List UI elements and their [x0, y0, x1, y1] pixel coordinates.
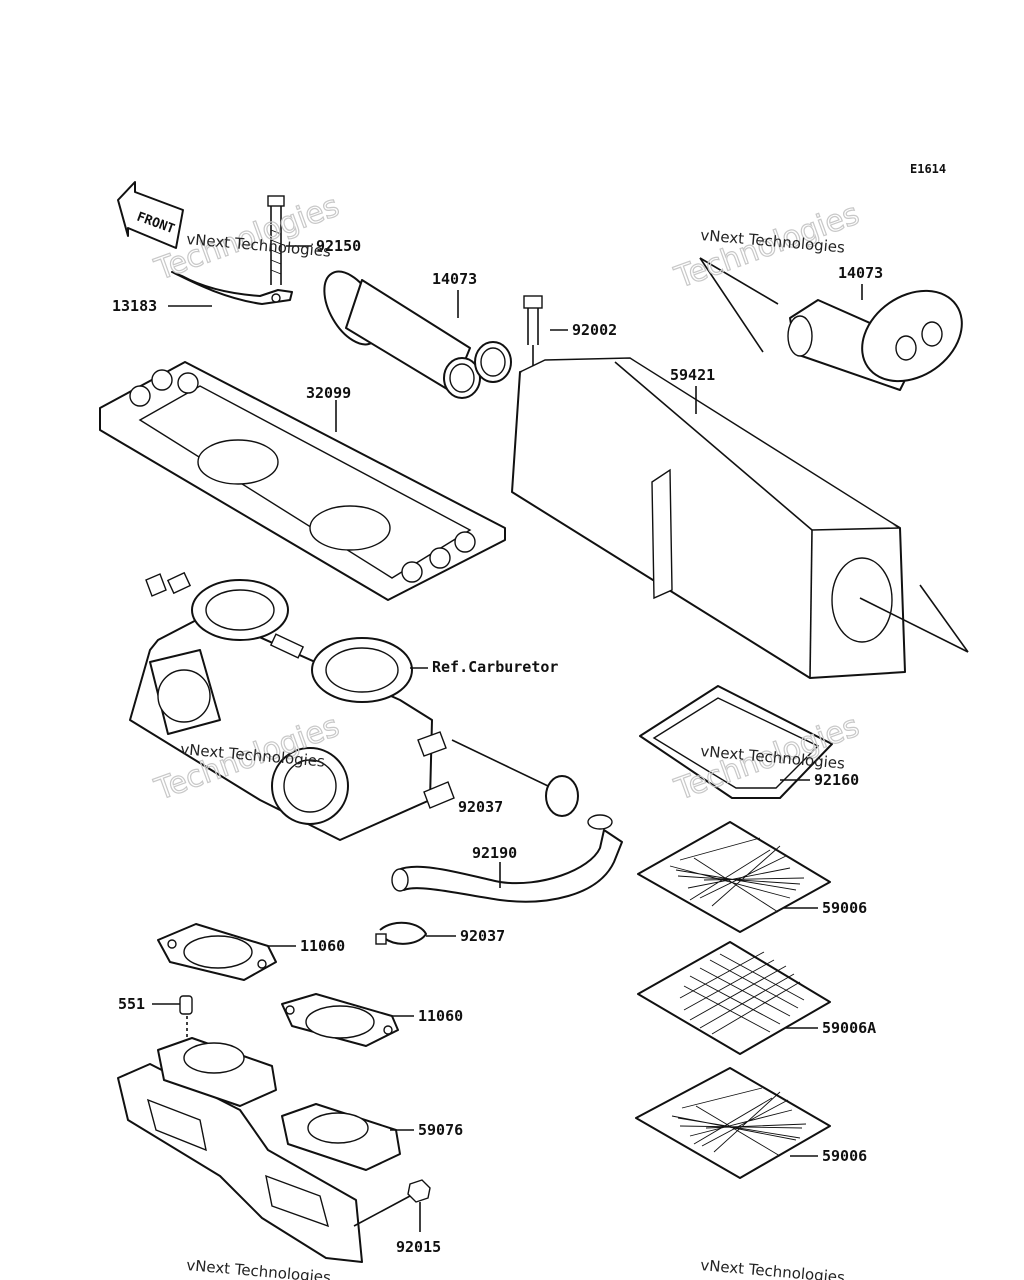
callout-59421: 59421 — [670, 366, 715, 384]
callout-11060-bottom: 11060 — [418, 1007, 463, 1025]
callout-92160: 92160 — [814, 771, 859, 789]
clamp-92037-bottom-part — [375, 921, 427, 945]
callout-59006a: 59006A — [822, 1019, 876, 1037]
watermark-text: vNext Technologies — [700, 1256, 846, 1280]
manifold-59076-part — [117, 1037, 401, 1263]
carburetor-assembly-part — [129, 571, 455, 841]
callout-11060-top: 11060 — [300, 937, 345, 955]
leader-lines — [152, 245, 863, 1232]
gasket-11060-top-part — [157, 923, 277, 981]
cover-59421-part — [511, 357, 969, 679]
clamp-92037-top-part — [451, 739, 579, 817]
gasket-92160-part — [639, 685, 833, 799]
watermark-text: vNext Technologies — [186, 1256, 332, 1280]
watermark-bottom-right: vNext Technologies — [700, 1256, 846, 1280]
watermark-top-right: Technologies vNext Technologies — [669, 196, 864, 296]
callout-92037-bottom: 92037 — [460, 927, 505, 945]
callout-92015: 92015 — [396, 1238, 441, 1256]
front-arrow-icon: FRONT — [117, 181, 184, 249]
pin-551-part — [179, 995, 193, 1044]
callout-59006-top: 59006 — [822, 899, 867, 917]
callout-551: 551 — [118, 995, 145, 1013]
callout-59006-bottom: 59006 — [822, 1147, 867, 1165]
callout-14073-right: 14073 — [838, 264, 883, 282]
screen-59006-top-part — [637, 821, 831, 933]
screen-59006a-part — [637, 941, 831, 1055]
bolt-92150-part — [267, 195, 285, 285]
diagram-code: E1614 — [910, 162, 946, 176]
callout-92150: 92150 — [316, 237, 361, 255]
callout-92190: 92190 — [472, 844, 517, 862]
plate-32099-part — [99, 361, 506, 601]
callout-92037-top: 92037 — [458, 798, 503, 816]
intake-tube-left-part — [323, 270, 512, 399]
watermark-top-left: Technologies vNext Technologies — [149, 188, 344, 288]
nut-92015-part — [353, 1179, 431, 1227]
hose-92190-part — [391, 814, 623, 903]
intake-tube-right-part — [699, 257, 963, 391]
callout-59076: 59076 — [418, 1121, 463, 1139]
reference-carburetor: Ref.Carburetor — [432, 658, 558, 676]
screen-59006-bottom-part — [635, 1067, 831, 1179]
callout-92002: 92002 — [572, 321, 617, 339]
callout-32099: 32099 — [306, 384, 351, 402]
callout-13183: 13183 — [112, 297, 157, 315]
watermark-bottom-left: vNext Technologies — [186, 1256, 332, 1280]
callout-14073-left: 14073 — [432, 270, 477, 288]
bracket-13183-part — [171, 271, 293, 305]
gasket-11060-bottom-part — [281, 993, 399, 1047]
